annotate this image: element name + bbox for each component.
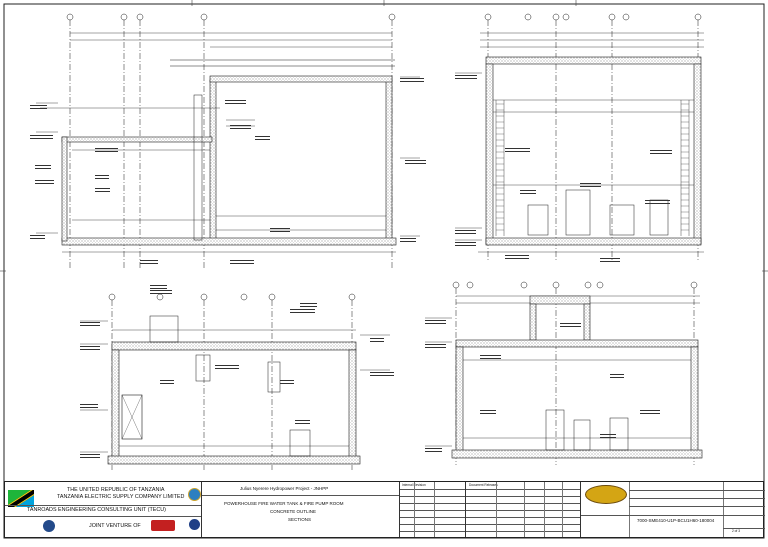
- title-panel: Julius Nyerere Hydropower Project - JNHP…: [202, 482, 400, 537]
- project-name: Julius Nyerere Hydropower Project - JNHP…: [240, 486, 329, 491]
- drawing-info-panel: 7000-SME410-U1P-BCU1H60-180004 2 of 3: [581, 482, 765, 537]
- consultant-name: TANROADS ENGINEERING CONSULTING UNIT (TE…: [27, 507, 166, 513]
- tanzania-flag-icon: [8, 490, 34, 507]
- joint-venture-label: JOINT VENTURE OF: [89, 523, 141, 529]
- section-c: [80, 293, 390, 470]
- emblem-icon: [188, 488, 201, 501]
- section-b: [455, 13, 704, 262]
- drawing-title-line3: SECTIONS: [288, 517, 312, 522]
- document-releases-table: Document Releases: [466, 482, 581, 537]
- drawing-number: 7000-SME410-U1P-BCU1H60-180004: [637, 518, 715, 523]
- contractor-logo-icon: [585, 485, 627, 504]
- sheet-number: 2 of 3: [732, 529, 740, 533]
- contractor-logo-icon: [151, 520, 175, 531]
- emblem-icon: [43, 520, 55, 532]
- drawing-title-line1: POWERHOUSE FIRE WATER TANK & FIRE PUMP R…: [224, 501, 344, 506]
- client-panel: THE UNITED REPUBLIC OF TANZANIA TANZANIA…: [5, 482, 202, 537]
- client-line2: TANZANIA ELECTRIC SUPPLY COMPANY LIMITED: [57, 494, 185, 500]
- internal-revision-table: Internal Revision: [400, 482, 466, 537]
- drawing-title-line2: CONCRETE OUTLINE: [270, 509, 317, 514]
- section-d: [425, 281, 703, 465]
- document-releases-header: Document Releases: [469, 483, 498, 487]
- section-a: [36, 13, 420, 268]
- title-block: THE UNITED REPUBLIC OF TANZANIA TANZANIA…: [4, 481, 765, 538]
- client-line1: THE UNITED REPUBLIC OF TANZANIA: [67, 487, 165, 493]
- internal-revision-header: Internal Revision: [402, 483, 426, 487]
- emblem-icon: [189, 519, 200, 530]
